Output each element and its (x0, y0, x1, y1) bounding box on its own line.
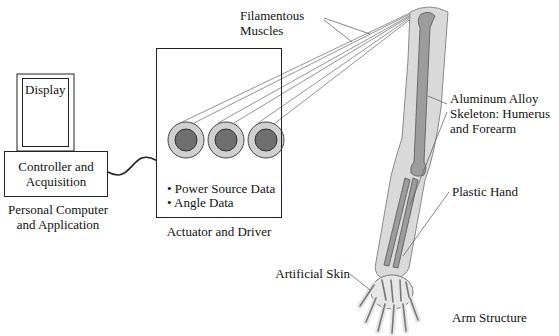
box-caption: Actuator and Driver (157, 224, 281, 239)
leader-lines (324, 18, 449, 290)
part-label: Filamentous Muscles (240, 8, 324, 38)
actuator-spools (168, 122, 284, 158)
part-label: Plastic Hand (452, 184, 552, 199)
display-screen: Display (22, 78, 69, 147)
part-label: Artificial Skin (262, 266, 350, 281)
filaments (178, 9, 428, 124)
system-caption: Personal Computer and Application (2, 202, 114, 232)
actuator-box: • Power Source Data• Angle DataActuator … (156, 48, 282, 218)
cable (108, 157, 156, 175)
node-text: Display (25, 82, 66, 97)
monitor-frame (17, 74, 74, 151)
figure-caption: Arm Structure (452, 310, 552, 325)
data-item: • Power Source Data (167, 181, 275, 196)
node-text: Controller and Acquisition (8, 159, 104, 189)
arm (360, 7, 448, 333)
data-item: • Angle Data (167, 195, 234, 210)
part-label: Aluminum Alloy Skeleton: Humerus and For… (450, 91, 556, 136)
controller-box: Controller and Acquisition (4, 151, 108, 197)
